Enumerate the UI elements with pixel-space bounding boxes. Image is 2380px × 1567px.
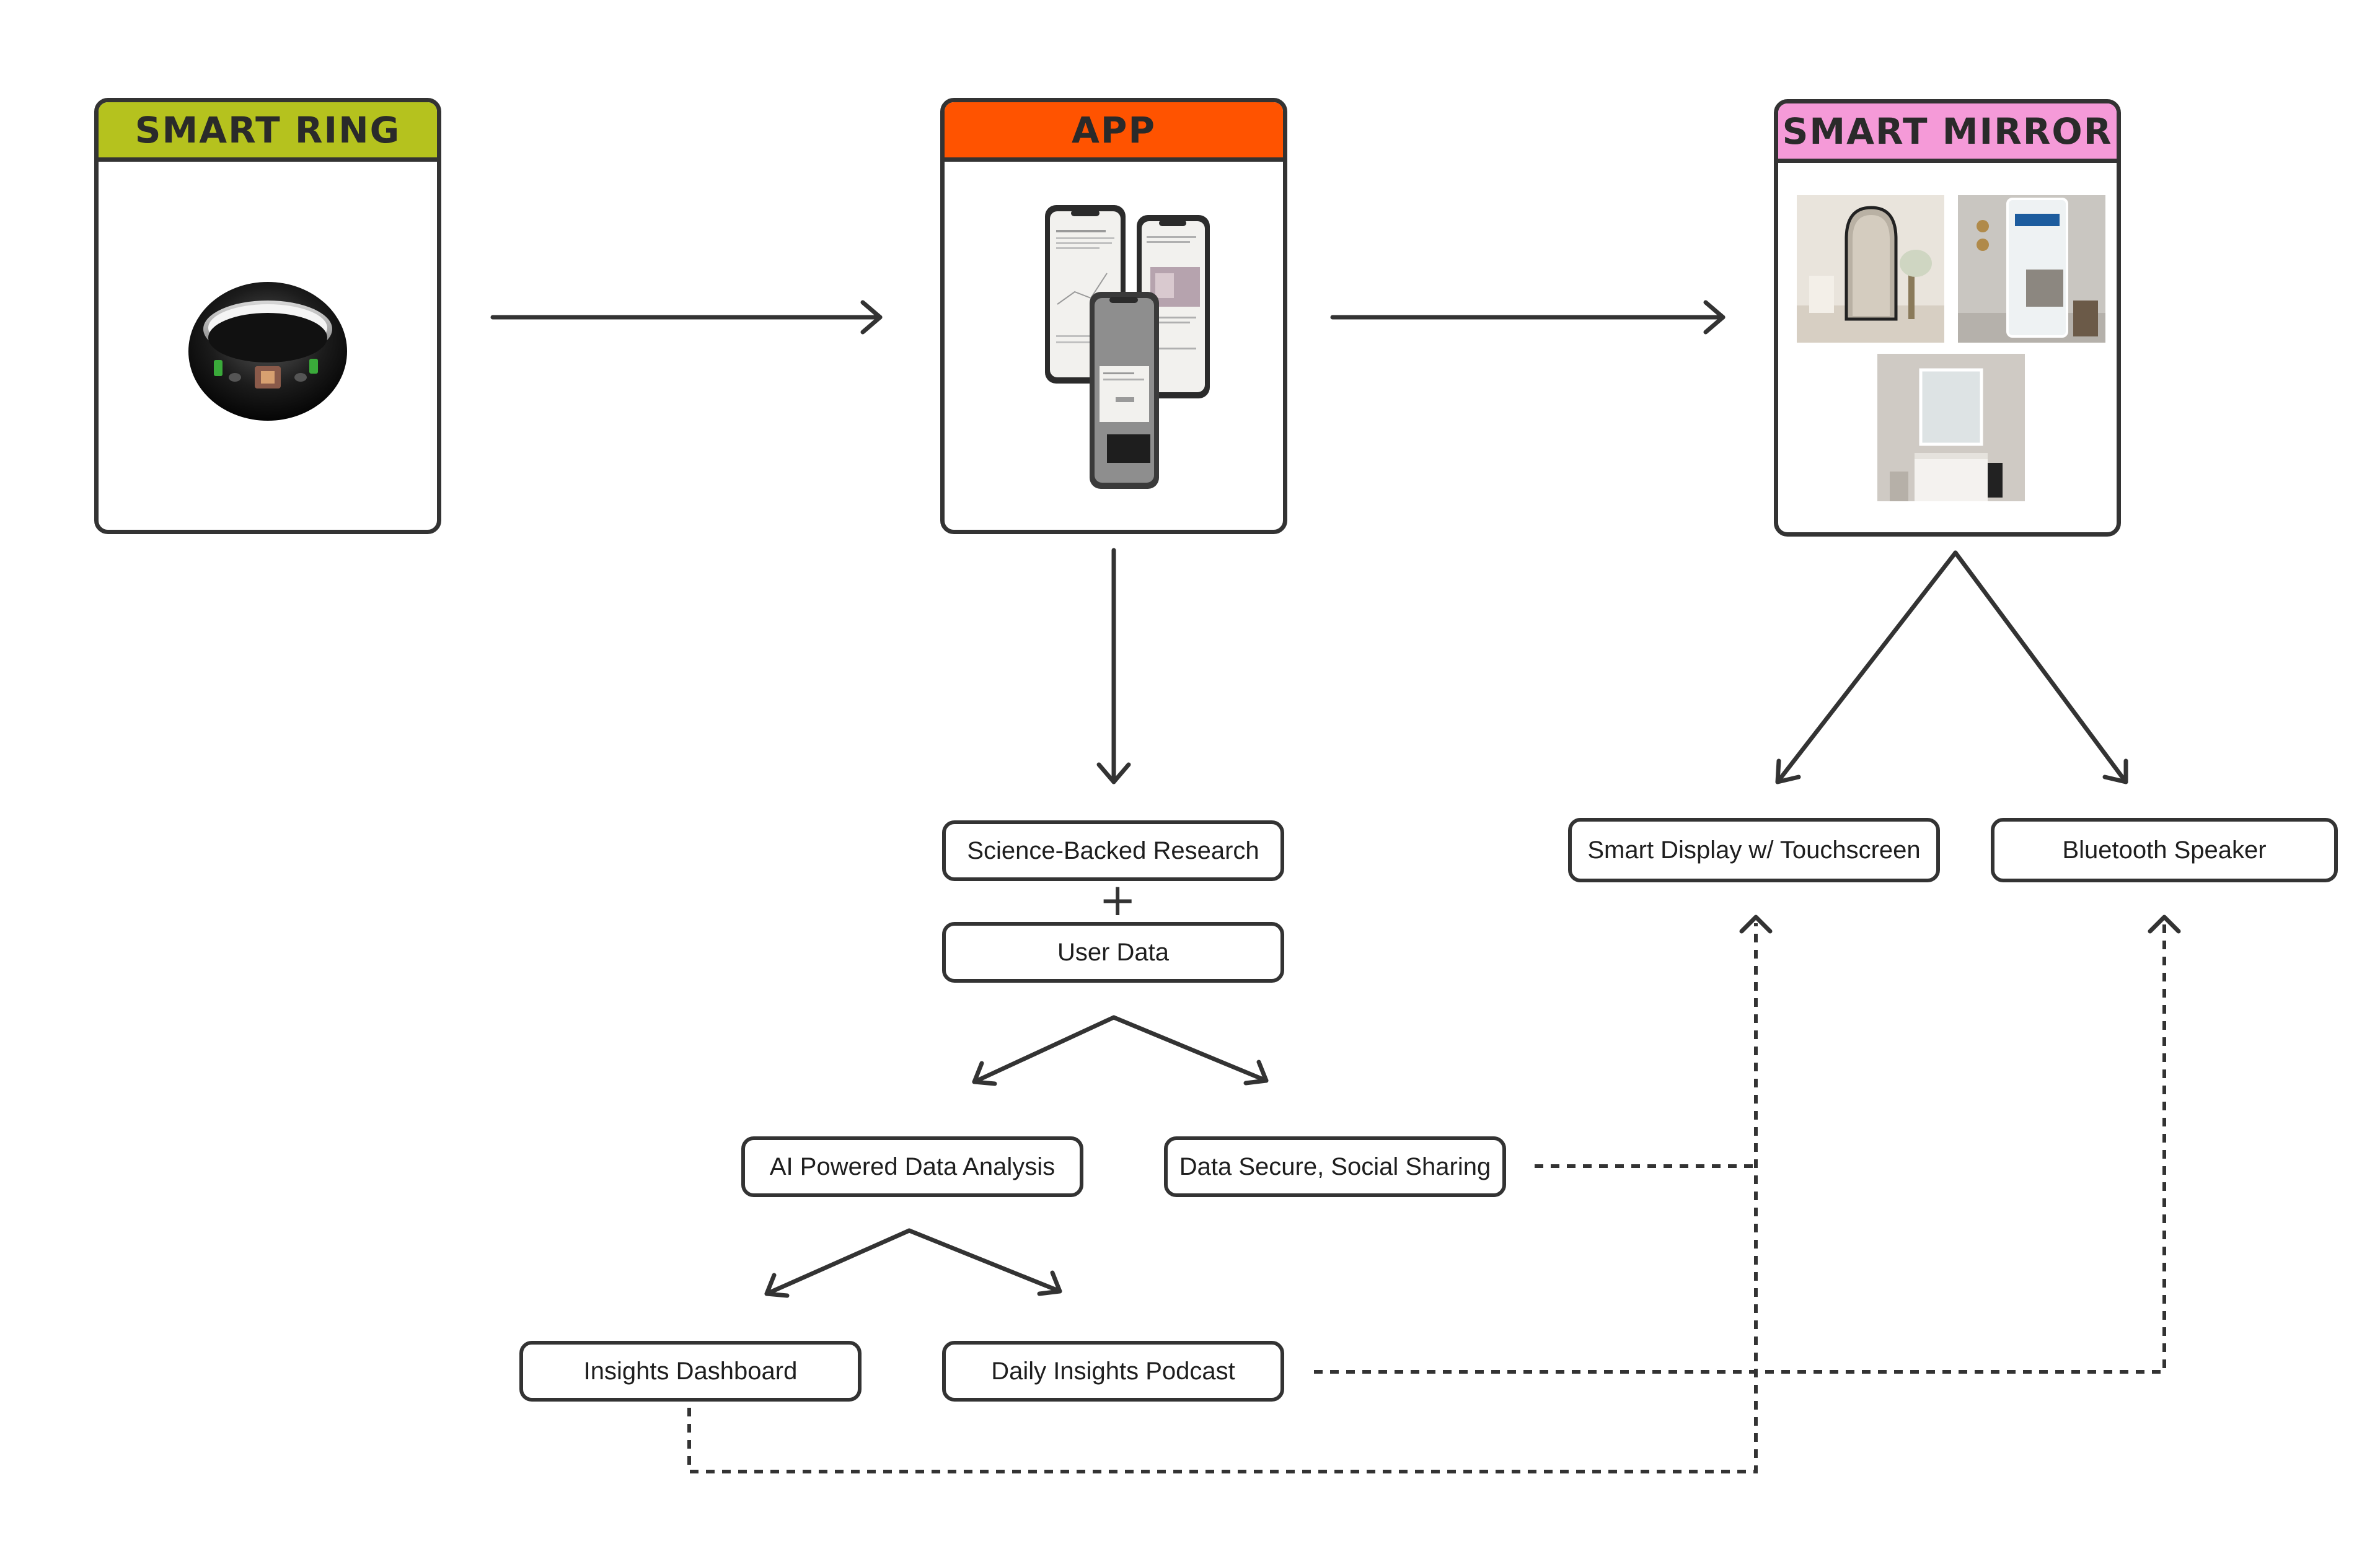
dashed-podcast-to-speaker: [1314, 923, 2166, 1374]
arched-floor-mirror: [1797, 195, 1944, 343]
smart-ring-title: SMART RING: [134, 108, 401, 151]
user-data-label: User Data: [1057, 938, 1170, 966]
plus-sign: +: [1099, 874, 1137, 926]
app-phones-mockup: [1045, 205, 1210, 489]
arrow-app-to-mirror-head: [1703, 300, 1726, 335]
smart-ring-card: SMART RING: [94, 98, 441, 534]
daily-podcast-node: Daily Insights Podcast: [942, 1341, 1284, 1402]
research-node: Science-Backed Research: [942, 820, 1284, 881]
smart-ring-header: SMART RING: [99, 102, 437, 162]
insights-dashboard-node: Insights Dashboard: [519, 1341, 862, 1402]
arrow-mirror-to-display-head: [1775, 758, 1801, 784]
smart-mirror-card: SMART MIRROR: [1774, 99, 2121, 537]
data-secure-label: Data Secure, Social Sharing: [1179, 1152, 1491, 1180]
arrow-mirror-to-speaker: [1953, 550, 2128, 784]
bathroom-mirror: [1877, 354, 2025, 501]
user-data-node: User Data: [942, 922, 1284, 983]
ai-analysis-node: AI Powered Data Analysis: [741, 1136, 1083, 1197]
dashed-to-display-head: [1739, 915, 1773, 934]
ai-analysis-label: AI Powered Data Analysis: [769, 1152, 1056, 1180]
bluetooth-speaker-node: Bluetooth Speaker: [1991, 818, 2338, 882]
dashed-dashboard-to-display: [687, 923, 1758, 1473]
daily-podcast-label: Daily Insights Podcast: [991, 1357, 1235, 1385]
smart-mirror-title: SMART MIRROR: [1782, 110, 2113, 152]
arrow-mirror-to-speaker-head: [2102, 758, 2128, 784]
arrow-ai-right: [907, 1228, 1062, 1294]
insights-dashboard-label: Insights Dashboard: [583, 1357, 798, 1385]
arrow-ai-right-head: [1037, 1270, 1062, 1296]
arrow-ai-left: [764, 1228, 912, 1296]
arrow-ai-left-head: [764, 1273, 790, 1298]
research-label: Science-Backed Research: [967, 836, 1259, 864]
arrow-userdata-right: [1111, 1015, 1269, 1083]
arrow-ring-to-app-head: [860, 300, 883, 335]
arrow-userdata-right-head: [1243, 1060, 1269, 1086]
data-secure-node: Data Secure, Social Sharing: [1164, 1136, 1506, 1197]
smart-display-node: Smart Display w/ Touchscreen: [1568, 818, 1940, 882]
arrow-app-to-research-head: [1096, 762, 1131, 784]
arrow-userdata-left-head: [972, 1061, 997, 1086]
app-card: APP: [940, 98, 1287, 534]
led-display-mirror: [1958, 195, 2105, 343]
app-title: APP: [1072, 108, 1156, 151]
arrow-userdata-left: [972, 1015, 1116, 1084]
smart-mirror-header: SMART MIRROR: [1778, 103, 2117, 163]
smart-display-label: Smart Display w/ Touchscreen: [1587, 836, 1921, 864]
arrow-mirror-to-display: [1775, 550, 1958, 784]
app-header: APP: [945, 102, 1283, 162]
dashed-to-speaker-head: [2148, 915, 2181, 934]
bluetooth-speaker-label: Bluetooth Speaker: [2062, 836, 2267, 864]
smart-ring-photo: [188, 282, 347, 421]
